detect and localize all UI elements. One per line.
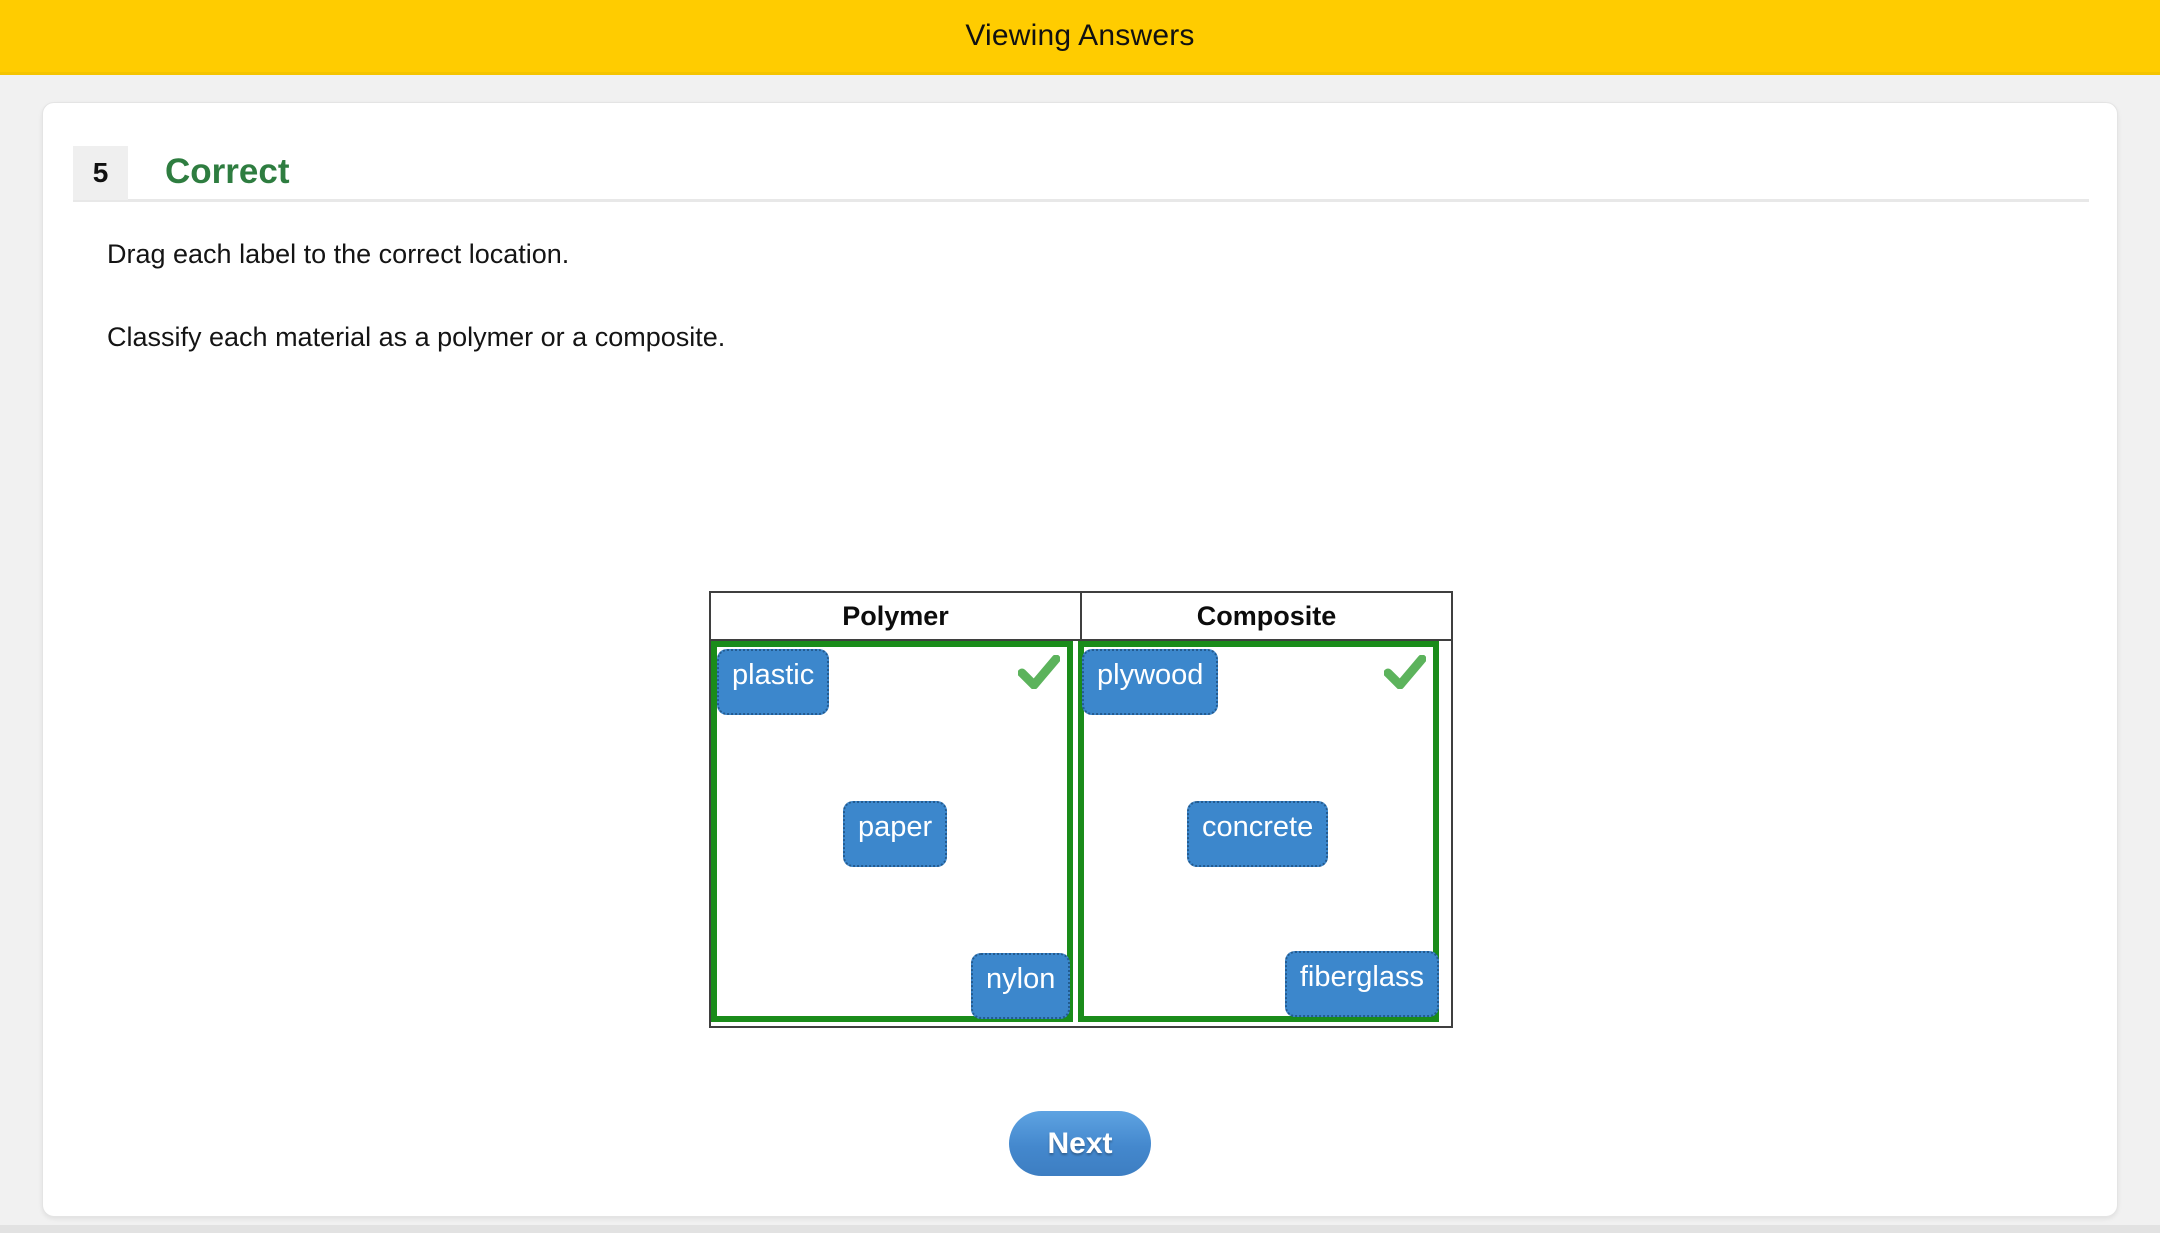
check-icon — [1384, 655, 1426, 689]
label-chip-plywood[interactable]: plywood — [1082, 649, 1218, 715]
header-divider — [73, 199, 2089, 202]
column-header-polymer: Polymer — [711, 593, 1080, 639]
top-banner: Viewing Answers — [0, 0, 2160, 75]
page-bottom-strip — [0, 1225, 2160, 1233]
label-chip-nylon[interactable]: nylon — [971, 953, 1070, 1019]
label-chip-paper[interactable]: paper — [843, 801, 947, 867]
column-header-composite: Composite — [1080, 593, 1451, 639]
label-chip-plastic[interactable]: plastic — [717, 649, 829, 715]
check-icon — [1018, 655, 1060, 689]
table-body: plastic paper nylon plywood concrete fib… — [711, 641, 1451, 1026]
classification-table: Polymer Composite plastic paper — [709, 591, 1453, 1028]
banner-title: Viewing Answers — [965, 19, 1194, 53]
question-header: 5 Correct — [73, 146, 2089, 202]
next-button[interactable]: Next — [1009, 1111, 1151, 1176]
question-status: Correct — [165, 152, 289, 192]
label-chip-fiberglass[interactable]: fiberglass — [1285, 951, 1439, 1017]
table-header-row: Polymer Composite — [711, 593, 1451, 641]
instruction-text: Drag each label to the correct location. — [107, 239, 569, 270]
question-prompt: Classify each material as a polymer or a… — [107, 322, 725, 353]
label-chip-concrete[interactable]: concrete — [1187, 801, 1328, 867]
question-number-badge: 5 — [73, 146, 128, 200]
question-card: 5 Correct Drag each label to the correct… — [42, 102, 2118, 1217]
